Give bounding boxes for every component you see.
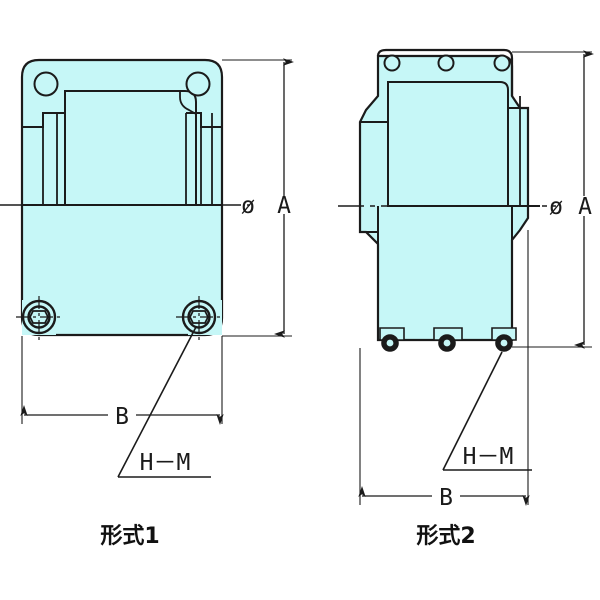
left-dim-a-letter: A [277, 193, 291, 219]
left-leader-hm-line [117, 326, 197, 478]
right-inner-recess [387, 81, 509, 207]
right-leader-hm-label: H－M [463, 444, 514, 470]
right-mounting-bolt-1 [379, 327, 405, 352]
right-top-hole-2 [437, 54, 455, 72]
left-inner-recess [64, 90, 197, 206]
right-dim-a-symbol: ø [549, 194, 563, 220]
left-rib-outer [22, 112, 66, 205]
caption-view-left: 形式1 [100, 524, 159, 549]
right-rib-cap [519, 96, 528, 109]
left-dim-b-label: B [115, 404, 129, 430]
right-plate-top-edge [376, 48, 514, 96]
left-mounting-bolt-1 [16, 296, 64, 340]
left-dim-width-b: B [20, 336, 224, 430]
right-top-hole-3 [493, 54, 511, 72]
right-mounting-bolt-2 [433, 327, 463, 352]
left-leader-hm: H－M [117, 326, 211, 478]
right-dim-width-b: B [358, 230, 530, 511]
left-mounting-bolt-2 [176, 296, 224, 340]
right-dim-b-label: B [439, 485, 453, 511]
left-recess-chamfer [179, 91, 197, 115]
right-leader-hm: H－M [442, 351, 532, 471]
caption-view-right: 形式2 [416, 524, 475, 549]
view-right-group: ø A B H－M 形式2 [338, 48, 594, 549]
right-dim-diameter-a: ø A [512, 50, 594, 349]
left-leader-hm-label: H－M [140, 450, 191, 476]
view-left-group: ø A B H－M 形式1 [0, 58, 294, 549]
right-mounting-bolt-3 [491, 327, 517, 352]
right-dim-a-letter: A [578, 194, 592, 220]
right-top-hole-1 [383, 54, 401, 72]
right-leader-hm-line [442, 351, 503, 471]
left-top-hole-2 [185, 71, 211, 97]
left-dim-diameter-a: ø A [222, 58, 294, 338]
left-top-hole-1 [33, 71, 59, 97]
left-dim-a-symbol: ø [241, 193, 255, 219]
